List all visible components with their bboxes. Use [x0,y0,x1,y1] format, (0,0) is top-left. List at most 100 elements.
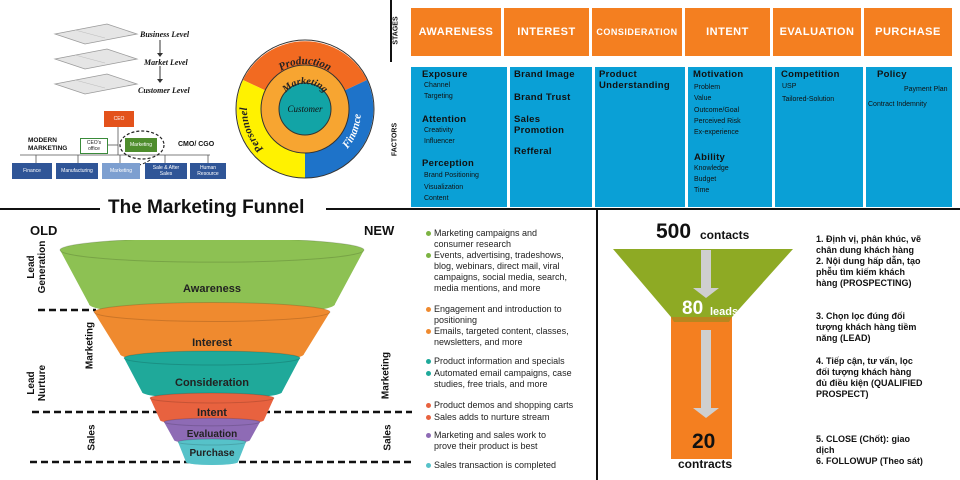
factor-policy: Policy [877,69,907,80]
factor-refferal: Refferal [514,146,552,157]
production-label: Production [277,55,334,74]
funnel-bullet: Marketing and sales work to prove their … [426,430,547,452]
funnel-bullet-text: Sales transaction is completed [434,460,557,470]
funnel-layer-top [149,392,275,404]
factor-influencer: Influencer [424,138,455,145]
org-chart-lines [20,127,210,166]
marketing-left-label: Marketing [84,321,96,370]
factor-exposure: Exposure [422,69,468,80]
customer-label: Customer [287,104,323,114]
funnel-bullet: Product demos and shopping carts [426,400,574,411]
funnel-bullet-text: Events, advertising, tradeshows, blog, w… [434,250,568,293]
divider-left [0,208,100,210]
modern-marketing-label: MODERN MARKETING [28,137,68,152]
sales-left-label: Sales [86,424,98,451]
factor-targeting: Targeting [424,93,453,100]
stage-purchase: PURCHASE [864,8,952,56]
bullet-dot-icon [426,433,431,438]
level-arrows-icon [157,40,163,83]
ceo-office-box: CEO's office [80,138,108,154]
factor-outcome-goal: Outcome/Goal [694,107,740,114]
factor-usp: USP [782,83,797,90]
bullet-dot-icon [426,231,431,236]
dept-marketing: Marketing [102,163,140,179]
factor-brand-image: Brand Image [514,69,575,80]
factor-ex-experience: Ex-experience [694,129,739,136]
stage-consideration: CONSIDERATION [592,8,682,56]
bullet-dot-icon [426,463,431,468]
factor-perceived-risk: Perceived Risk [694,118,741,125]
factor-ability: Ability [694,152,726,163]
factor-product-understanding: Product Understanding [599,69,670,91]
marketing-box: Marketing [125,138,157,152]
dept-manufacturing: Manufacturing [56,163,98,179]
factor-tailored-solution: Tailored-Solution [782,96,835,103]
funnel-layer-awareness [60,250,364,317]
funnel-bullet: Sales adds to nurture stream [426,412,550,423]
marketing-right-label: Marketing [380,351,392,400]
factor-competition: Competition [781,69,840,80]
stage-evaluation: EVALUATION [773,8,861,56]
funnel-bullet: Sales transaction is completed [426,460,557,471]
stage-interest: INTEREST [504,8,589,56]
funnel-layer-label: Evaluation [187,429,238,440]
funnel-bullet: Engagement and introduction to positioni… [426,304,562,326]
stacked-planes-icon [53,23,139,95]
divider-vertical [596,210,598,480]
funnel-layer-label: Interest [192,337,232,349]
funnel-bullet: Product information and specials [426,356,565,367]
factor-perception: Perception [422,158,475,169]
funnel-bullet: Automated email campaigns, case studies,… [426,368,572,390]
factor-value: Value [694,95,712,102]
contracts-label: contracts [678,457,733,471]
stages-axis-label: STAGES [392,16,400,45]
factor-channel: Channel [424,82,451,89]
factor-brand-positioning: Brand Positioning [424,172,479,179]
stage-awareness: AWARENESS [411,8,501,56]
dept-finance: Finance [12,163,52,179]
bullet-dot-icon [426,329,431,334]
lead-nurture-label: Lead Nurture [26,364,48,402]
funnel-layer-top [59,240,365,263]
funnel-graphic: AwarenessInterestConsiderationIntentEval… [30,240,412,465]
funnel-layer-label: Awareness [183,283,241,295]
marketing-ring-label: Marketing [280,76,330,96]
funnel-layer-label: Consideration [175,377,249,389]
customer-level-label: Customer Level [138,86,190,95]
sales-right-label: Sales [382,424,394,451]
factor-contract-indemnity: Contract Indemnity [868,101,927,108]
bullet-dot-icon [426,371,431,376]
bullet-dot-icon [426,307,431,312]
ceo-box: CEO [104,111,134,127]
funnel-bullet-text: Marketing and sales work to prove their … [434,430,547,451]
factor-payment-plan: Payment Plan [904,86,948,93]
bullet-dot-icon [426,359,431,364]
contracts-number: 20 [692,430,716,453]
lead-generation-label: Lead Generation [26,240,48,294]
bullet-dot-icon [426,253,431,258]
factors-axis-label: FACTORS [391,122,399,157]
conversion-funnel-graphic [613,249,793,459]
leads-label: leads [710,306,739,318]
cmo-cgo-label: CMO/ CGO [178,141,215,148]
factor-col-purchase [866,67,952,207]
funnel-layer-purchase [178,442,246,465]
funnel-layer-label: Purchase [189,448,234,459]
factor-col-evaluation [775,67,863,207]
divider-top-vertical [390,0,392,62]
stage-intent: INTENT [685,8,770,56]
contacts-number: 500 [656,220,692,243]
new-label: NEW [364,223,395,238]
factor-col-interest [510,67,592,207]
funnel-bullet: Events, advertising, tradeshows, blog, w… [426,250,568,294]
factor-problem: Problem [694,84,721,91]
funnel-bullet-text: Product demos and shopping carts [434,400,574,410]
funnel-bullet-text: Automated email campaigns, case studies,… [434,368,572,389]
bullet-dot-icon [426,415,431,420]
factor-content: Content [424,195,449,202]
leads-number: 80 [682,298,704,319]
dept-hr: Human Resource [190,163,226,179]
market-level-label: Market Level [144,58,188,67]
factor-sales-promotion: Sales Promotion [514,114,565,136]
business-level-label: Business Level [140,30,190,39]
